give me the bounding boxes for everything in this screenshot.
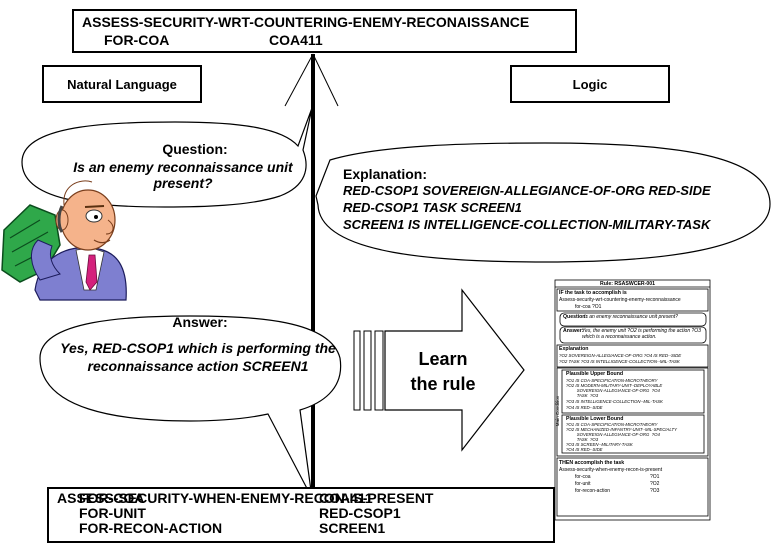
rule-explanation-line-2: ?O2 TASK ?O3 IS INTELLIGENCE-COLLECTION-…	[559, 359, 680, 364]
rule-upper-line-3: SOVEREIGN-ALLEGIANCE-OF-ORG ?O4	[566, 388, 660, 393]
question-bubble	[21, 107, 313, 208]
rule-upper-bound-title: Plausible Upper Bound	[566, 371, 624, 377]
rule-then-title: THEN accomplish the task	[559, 460, 625, 466]
rule-upper-line-1: ?O1 IS COA-SPECIFICATION-MICROTHEORY	[566, 378, 658, 383]
rule-then-label-1: for-coa	[575, 474, 591, 480]
rule-if-title: IF the task to accomplish is	[559, 290, 627, 296]
rule-upper-line-5: ?O3 IS INTELLIGENCE-COLLECTION--MIL-TASK	[566, 399, 663, 404]
rule-then-task: Assess-security-when-enemy-recon-is-pres…	[559, 467, 663, 473]
rule-then-value-1: ?O1	[650, 474, 660, 480]
answer-bubble	[39, 315, 342, 499]
top-task-for-label: FOR-COA	[104, 32, 170, 48]
rule-question-text: Is an enemy reconnaissance unit present?	[584, 314, 678, 320]
bottom-row-label-unit: FOR-UNIT	[79, 505, 146, 521]
question-title: Question:	[162, 141, 228, 157]
top-fan-left	[284, 53, 314, 107]
bottom-task-box: ASSESS-SECURITY-WHEN-ENEMY-RECON-IS-PRES…	[47, 487, 555, 543]
top-task-for-value: COA411	[269, 32, 323, 48]
logic-label-box: Logic	[510, 65, 670, 103]
natural-language-label-box: Natural Language	[42, 65, 202, 103]
bottom-row-label-recon: FOR-RECON-ACTION	[79, 520, 223, 536]
rule-upper-line-6: ?O4 IS RED--SIDE	[566, 405, 603, 410]
rule-lower-line-2: ?O2 IS MECHANIZED-INFANTRY-UNIT--MIL-SPE…	[566, 427, 677, 432]
top-fan-right	[312, 53, 339, 107]
explanation-line-2: RED-CSOP1 TASK SCREEN1	[343, 200, 522, 215]
rule-then-label-2: for-unit	[575, 481, 591, 487]
bottom-row-value-unit: RED-CSOP1	[319, 505, 401, 521]
rule-lower-bound-title: Plausible Lower Bound	[566, 416, 624, 422]
rule-if-task: Assess-security-wrt-countering-enemy-rec…	[559, 297, 681, 303]
rule-then-value-3: ?O3	[650, 488, 660, 494]
natural-language-label: Natural Language	[67, 76, 177, 92]
bottom-task-title: ASSESS-SECURITY-WHEN-ENEMY-RECON-IS-PRES…	[57, 490, 434, 506]
explanation-title: Explanation:	[343, 166, 428, 182]
learn-arrow-shape	[384, 288, 525, 452]
rule-answer-text: Yes, the enemy unit ?O2 is performing th…	[582, 328, 701, 340]
explanation-line-3: SCREEN1 IS INTELLIGENCE-COLLECTION-MILIT…	[343, 217, 711, 232]
professor-illustration	[1, 180, 127, 301]
rule-upper-line-2: ?O2 IS MODERN-MILITARY-UNIT--DEPLOYABLE	[566, 383, 663, 388]
rule-explanation-line-1: ?O2 SOVEREIGN-ALLEGIANCE-OF-ORG ?O4 IS R…	[559, 353, 682, 358]
bottom-row-label-coa: FOR-COA	[79, 490, 145, 506]
bottom-row-value-recon: SCREEN1	[319, 520, 386, 536]
arrow-stripe-2	[363, 330, 372, 411]
learn-arrow-line-1: Learn	[418, 349, 468, 369]
answer-title: Answer:	[172, 314, 228, 330]
arrow-stripe-1	[353, 330, 361, 411]
answer-text: Yes, RED-CSOP1 which is performing the r…	[60, 340, 336, 374]
top-task-title: ASSESS-SECURITY-WRT-COUNTERING-ENEMY-REC…	[82, 14, 530, 30]
rule-explanation-title: Explanation	[559, 346, 589, 352]
rule-card-title: Rule: RSASWCER-001	[600, 281, 656, 287]
rule-question-label: Question:	[563, 314, 588, 320]
rule-lower-line-4: TASK ?O3	[566, 437, 599, 442]
learn-arrow-line-2: the rule	[410, 374, 476, 394]
rule-card-frame	[554, 279, 711, 521]
rule-if-param: for-coa ?O1	[575, 304, 602, 310]
top-task-box: ASSESS-SECURITY-WRT-COUNTERING-ENEMY-REC…	[72, 9, 577, 53]
rule-lower-line-5: ?O3 IS SCREEN--MILITARY-TASK	[566, 442, 633, 447]
rule-then-value-2: ?O2	[650, 481, 660, 487]
rule-main-condition-label: Main Condition	[555, 395, 560, 427]
rule-lower-line-6: ?O4 IS RED--SIDE	[566, 447, 603, 452]
explanation-line-1: RED-CSOP1 SOVEREIGN-ALLEGIANCE-OF-ORG RE…	[343, 183, 711, 198]
question-text: Is an enemy reconnaissance unit present?	[73, 159, 293, 191]
rule-lower-line-3: SOVEREIGN-ALLEGIANCE-OF-ORG ?O4	[566, 432, 660, 437]
arrow-stripe-3	[374, 330, 384, 411]
rule-lower-line-1: ?O1 IS COA-SPECIFICATION-MICROTHEORY	[566, 422, 658, 427]
bottom-row-value-coa: COA411	[319, 490, 373, 506]
rule-upper-line-4: TASK ?O3	[566, 393, 599, 398]
explanation-bubble	[315, 142, 771, 263]
rule-then-label-3: for-recon-action	[575, 488, 611, 494]
rule-answer-label: Answer:	[563, 328, 584, 334]
logic-label: Logic	[572, 76, 608, 92]
